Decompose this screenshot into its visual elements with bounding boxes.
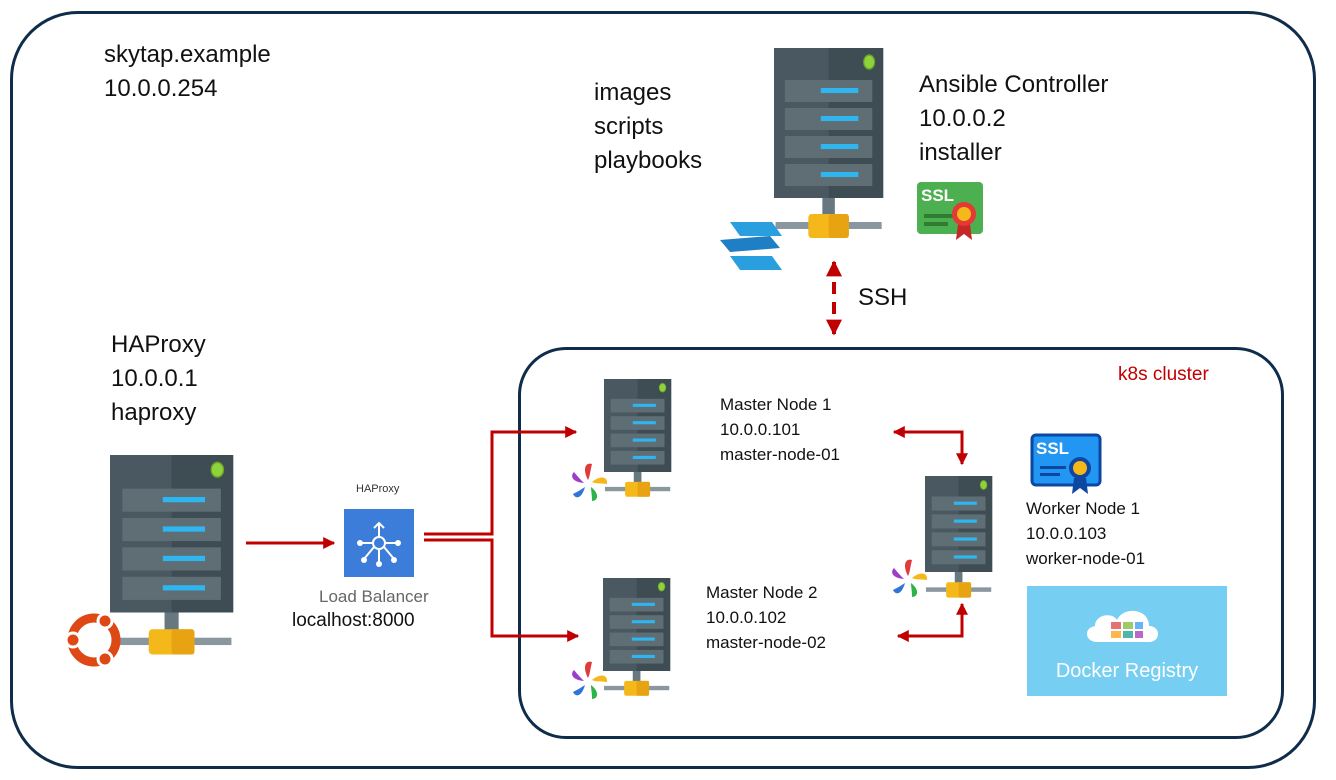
haproxy-hostname: haproxy bbox=[111, 399, 197, 426]
worker-node-1-server-icon bbox=[924, 475, 993, 599]
haproxy-name: HAProxy bbox=[111, 331, 206, 358]
master-node-1-server-icon bbox=[603, 378, 672, 498]
load-balancer-icon bbox=[357, 521, 401, 567]
master-node-1-ip: 10.0.0.101 bbox=[720, 420, 801, 439]
docker-registry-box: Docker Registry bbox=[1027, 586, 1227, 696]
master-node-2-os-icon bbox=[572, 661, 608, 699]
master-node-2-name: Master Node 2 bbox=[706, 583, 818, 602]
worker-ssl-text: SSL bbox=[1036, 439, 1069, 458]
docker-registry-label: Docker Registry bbox=[1055, 660, 1199, 682]
worker-node-1-name: Worker Node 1 bbox=[1026, 499, 1141, 518]
master-node-2-server-icon bbox=[602, 577, 671, 697]
environment-frame bbox=[10, 11, 1316, 769]
load-balancer-box bbox=[344, 509, 414, 577]
k8s-cluster-frame bbox=[518, 347, 1284, 739]
cloud-container-icon bbox=[1086, 610, 1158, 642]
worker-node-1-label: Worker Node 1 10.0.0.103 worker-node-01 bbox=[1026, 496, 1145, 571]
lb-to-masters-arrows bbox=[424, 426, 580, 642]
haproxy-server-label: HAProxy 10.0.0.1 haproxy bbox=[111, 328, 206, 430]
file-item: scripts bbox=[594, 113, 664, 140]
controller-ssl-text: SSL bbox=[921, 186, 954, 205]
environment-ip: 10.0.0.254 bbox=[104, 75, 218, 102]
lb-title: HAProxy bbox=[356, 483, 400, 495]
haproxy-ip: 10.0.0.1 bbox=[111, 365, 198, 392]
controller-ip: 10.0.0.2 bbox=[919, 105, 1006, 132]
master-node-2-hostname: master-node-02 bbox=[706, 633, 827, 652]
ansible-controller-server-icon bbox=[773, 47, 884, 239]
master-node-1-os-icon bbox=[572, 463, 608, 501]
lb-label: Load Balancer bbox=[319, 587, 429, 606]
worker-ssl-certificate-icon: SSL bbox=[1030, 433, 1102, 494]
file-item: playbooks bbox=[594, 147, 703, 174]
controller-name: Ansible Controller bbox=[919, 71, 1109, 98]
master-node-1-hostname: master-node-01 bbox=[720, 445, 841, 464]
haproxy-server-icon bbox=[109, 454, 234, 656]
masters-to-worker-arrows bbox=[892, 426, 968, 642]
k8s-cluster-label: k8s cluster bbox=[1118, 364, 1209, 385]
lb-endpoint: localhost:8000 bbox=[292, 610, 415, 631]
worker-node-1-hostname: worker-node-01 bbox=[1026, 549, 1146, 568]
master-node-1-label: Master Node 1 10.0.0.101 master-node-01 bbox=[720, 392, 840, 467]
ubuntu-icon bbox=[64, 612, 121, 668]
master-node-2-ip: 10.0.0.102 bbox=[706, 608, 787, 627]
master-node-2-label: Master Node 2 10.0.0.102 master-node-02 bbox=[706, 580, 826, 655]
controller-hostname: installer bbox=[919, 139, 1002, 166]
zorin-os-icon bbox=[720, 222, 782, 270]
environment-label: skytap.example 10.0.0.254 bbox=[104, 38, 271, 106]
file-item: images bbox=[594, 79, 672, 106]
environment-domain: skytap.example bbox=[104, 41, 271, 68]
ssl-certificate-icon: SSL bbox=[917, 182, 983, 240]
worker-node-1-ip: 10.0.0.103 bbox=[1026, 524, 1107, 543]
ssh-label: SSH bbox=[858, 284, 908, 311]
master-node-1-name: Master Node 1 bbox=[720, 395, 832, 414]
worker-node-1-os-icon bbox=[892, 559, 928, 597]
controller-file-list: images scripts playbooks bbox=[594, 76, 702, 178]
ansible-controller-label: Ansible Controller 10.0.0.2 installer bbox=[919, 68, 1108, 170]
